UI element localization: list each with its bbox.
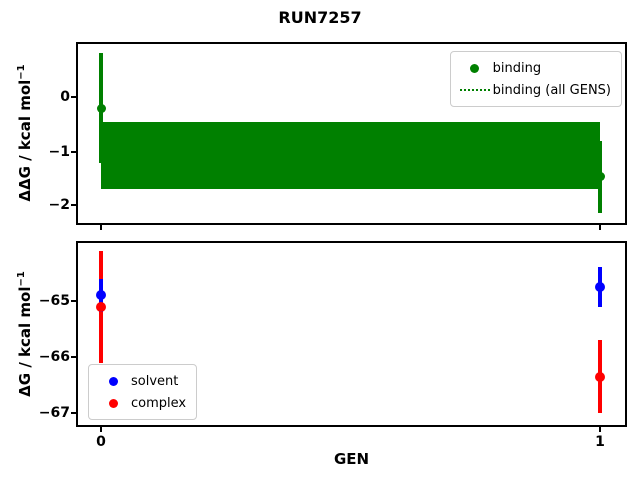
figure-title: RUN7257 xyxy=(278,8,362,27)
bottom-y-axis-label-text: ΔG / kcal mol xyxy=(16,286,34,397)
x-tick xyxy=(599,427,601,432)
bottom-axes: −65 −66 −67 0 1 solvent complex xyxy=(39,241,627,450)
y-tick-label: −67 xyxy=(38,405,70,421)
y-tick-label: 0 xyxy=(60,89,70,105)
legend-item-binding: binding xyxy=(457,57,611,79)
y-tick xyxy=(71,412,76,414)
binding-dot-icon xyxy=(457,63,493,73)
y-tick-label: −2 xyxy=(48,197,70,213)
x-tick-label: 1 xyxy=(595,434,605,450)
x-tick xyxy=(100,427,102,432)
solvent-point xyxy=(96,290,106,301)
red-dot-icon xyxy=(108,398,118,408)
top-legend: binding binding (all GENS) xyxy=(449,51,622,107)
confidence-band xyxy=(101,121,600,189)
top-y-axis-label: ΔΔG / kcal mol−1 xyxy=(16,64,34,201)
y-tick xyxy=(71,204,76,206)
legend-item-binding-all-gens: binding (all GENS) xyxy=(457,79,611,101)
complex-point xyxy=(96,301,106,312)
blue-dot-icon xyxy=(108,376,118,386)
top-axes: 0 −1 −2 binding binding (all GENS) xyxy=(49,42,627,230)
y-tick-label: −66 xyxy=(38,349,70,365)
bottom-y-axis-label: ΔG / kcal mol−1 xyxy=(16,271,34,397)
bottom-legend: solvent complex xyxy=(88,364,198,420)
legend-item-solvent: solvent xyxy=(95,370,186,392)
x-axis-label: GEN xyxy=(333,450,370,468)
legend-item-complex: complex xyxy=(95,392,186,414)
dotted-line-icon xyxy=(457,89,493,91)
top-y-axis-label-exponent: −1 xyxy=(16,64,27,80)
x-tick xyxy=(100,225,102,230)
top-y-axis-label-text: ΔΔG / kcal mol xyxy=(16,79,34,202)
complex-dot-icon xyxy=(95,398,131,408)
legend-label-binding-all-gens: binding (all GENS) xyxy=(492,82,611,98)
x-tick xyxy=(599,225,601,230)
green-dotted-line-icon xyxy=(459,89,490,91)
binding-point xyxy=(96,103,106,113)
solvent-dot-icon xyxy=(95,376,131,386)
green-dot-icon xyxy=(470,63,480,73)
y-tick-label: −65 xyxy=(38,293,70,309)
y-tick xyxy=(71,356,76,358)
complex-point xyxy=(595,371,605,382)
legend-label-binding: binding xyxy=(492,60,542,76)
y-tick-label: −1 xyxy=(48,144,70,160)
y-tick xyxy=(71,151,76,153)
legend-label-solvent: solvent xyxy=(131,373,179,389)
solvent-point xyxy=(595,282,605,292)
legend-label-complex: complex xyxy=(131,395,187,411)
binding-point xyxy=(595,172,605,182)
bottom-y-axis-label-exponent: −1 xyxy=(16,271,27,287)
y-tick xyxy=(71,96,76,98)
x-tick-label: 0 xyxy=(96,434,106,450)
y-tick xyxy=(71,300,76,302)
